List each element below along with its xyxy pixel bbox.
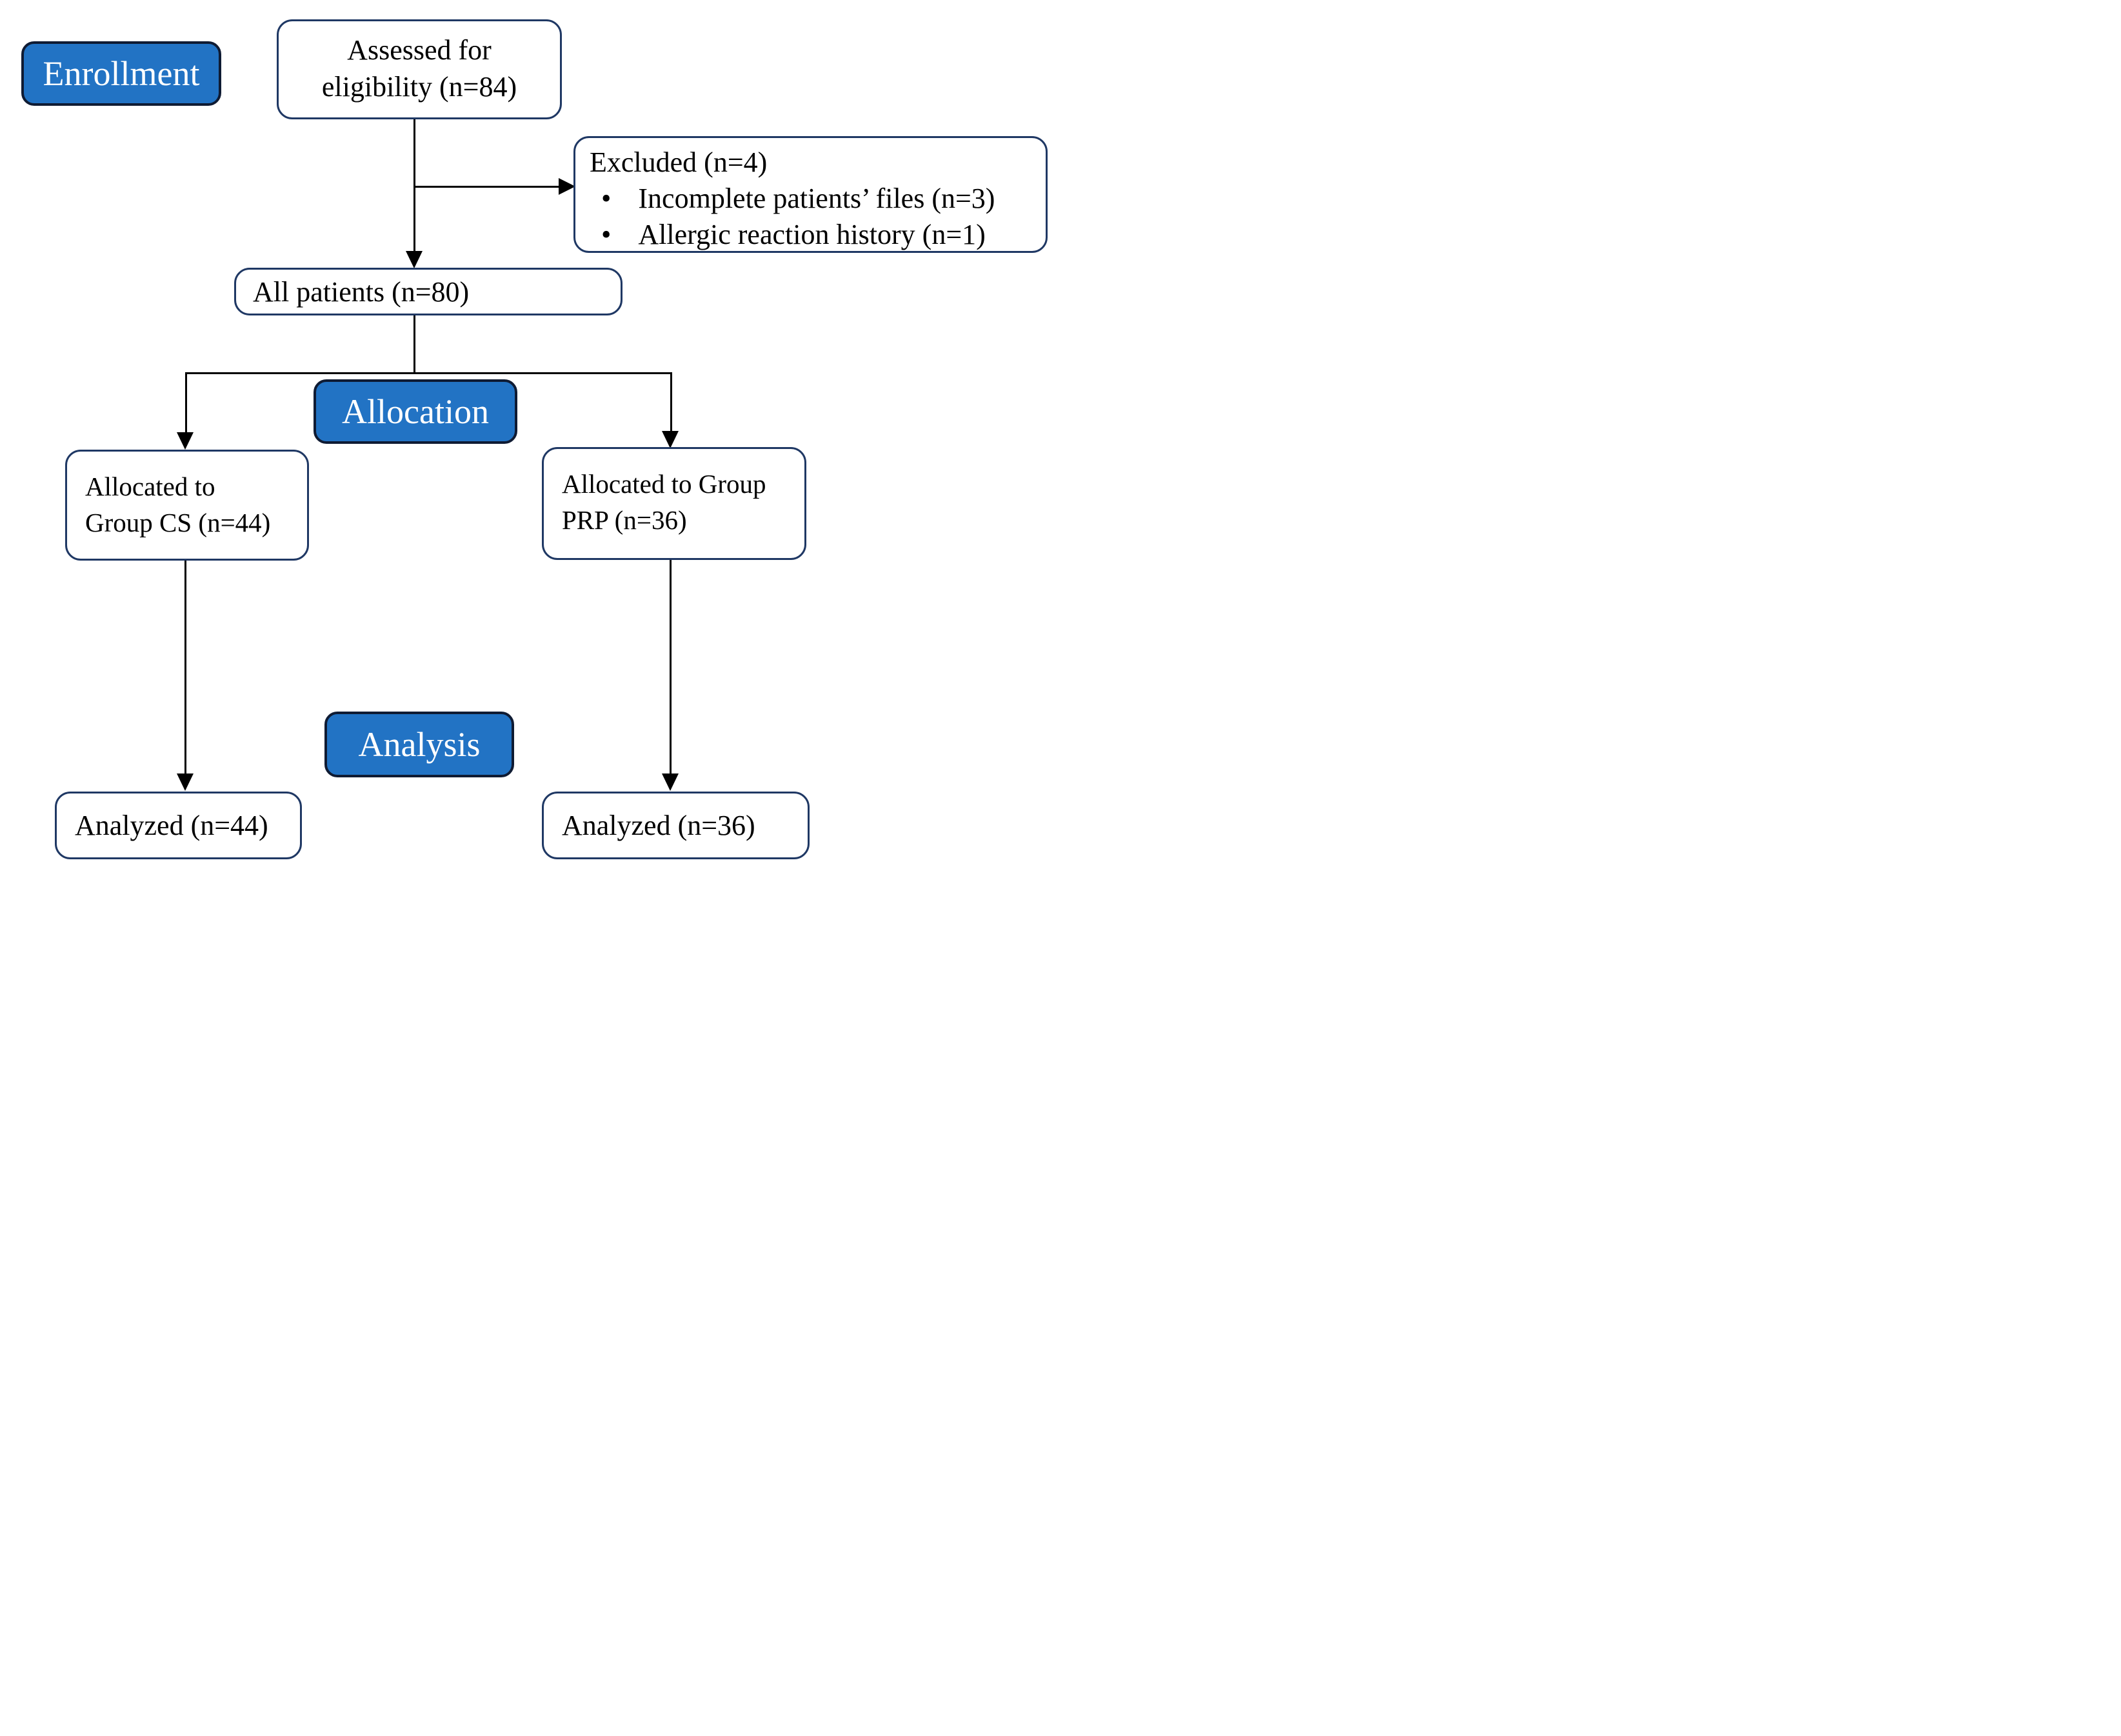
split-line	[186, 372, 672, 374]
arrow-prp-to-analyzed-head	[662, 773, 679, 791]
consort-flow-diagram: Enrollment Allocation Analysis Assessed …	[0, 0, 1060, 868]
analysis-stage-badge: Analysis	[324, 712, 514, 777]
group-cs-line-1: Allocated to	[85, 472, 215, 501]
excluded-reason-2: Allergic reaction history (n=1)	[638, 219, 986, 250]
analyzed-cs-label: Analyzed (n=44)	[75, 810, 268, 841]
arrow-split-to-prp-head	[662, 431, 679, 448]
all-patients-box: All patients (n=80)	[234, 268, 622, 315]
excluded-bullet-row: • Allergic reaction history (n=1)	[590, 217, 1034, 253]
group-cs-line-2: Group CS (n=44)	[85, 508, 271, 537]
assessed-line-1: Assessed for	[347, 34, 492, 66]
enrollment-stage-badge: Enrollment	[21, 41, 221, 106]
arrow-split-to-prp-line	[670, 372, 672, 432]
arrow-to-excluded-line	[414, 186, 560, 188]
bullet-icon: •	[601, 219, 612, 250]
excluded-reason-1: Incomplete patients’ files (n=3)	[638, 183, 995, 214]
arrow-prp-to-analyzed-line	[670, 560, 672, 775]
arrow-to-excluded-head	[559, 178, 575, 195]
allpatients-to-split-line	[413, 315, 415, 374]
all-patients-label: All patients (n=80)	[253, 276, 470, 308]
assessed-eligibility-box: Assessed for eligibility (n=84)	[277, 19, 562, 119]
analyzed-prp-label: Analyzed (n=36)	[562, 810, 755, 841]
group-prp-line-2: PRP (n=36)	[562, 505, 687, 535]
assessed-line-2: eligibility (n=84)	[321, 71, 517, 103]
group-prp-line-1: Allocated to Group	[562, 469, 766, 499]
excluded-bullet-row: • Incomplete patients’ files (n=3)	[590, 181, 1034, 217]
allocation-stage-label: Allocation	[342, 392, 489, 431]
allocated-group-prp-box: Allocated to Group PRP (n=36)	[542, 447, 806, 560]
enrollment-stage-label: Enrollment	[43, 54, 200, 93]
arrow-split-to-cs-line	[185, 372, 187, 434]
bullet-icon: •	[601, 183, 612, 214]
arrow-cs-to-analyzed-head	[177, 773, 194, 791]
analyzed-prp-box: Analyzed (n=36)	[542, 792, 810, 859]
excluded-title: Excluded (n=4)	[590, 146, 768, 178]
arrow-split-to-cs-head	[177, 432, 194, 450]
allocation-stage-badge: Allocation	[314, 379, 517, 444]
excluded-box: Excluded (n=4) • Incomplete patients’ fi…	[573, 136, 1048, 253]
analyzed-cs-box: Analyzed (n=44)	[55, 792, 302, 859]
allocated-group-cs-box: Allocated to Group CS (n=44)	[65, 450, 309, 561]
analysis-stage-label: Analysis	[358, 725, 481, 764]
arrow-cs-to-analyzed-line	[184, 561, 186, 775]
arrow-assessed-to-allpatients-head	[406, 251, 423, 268]
